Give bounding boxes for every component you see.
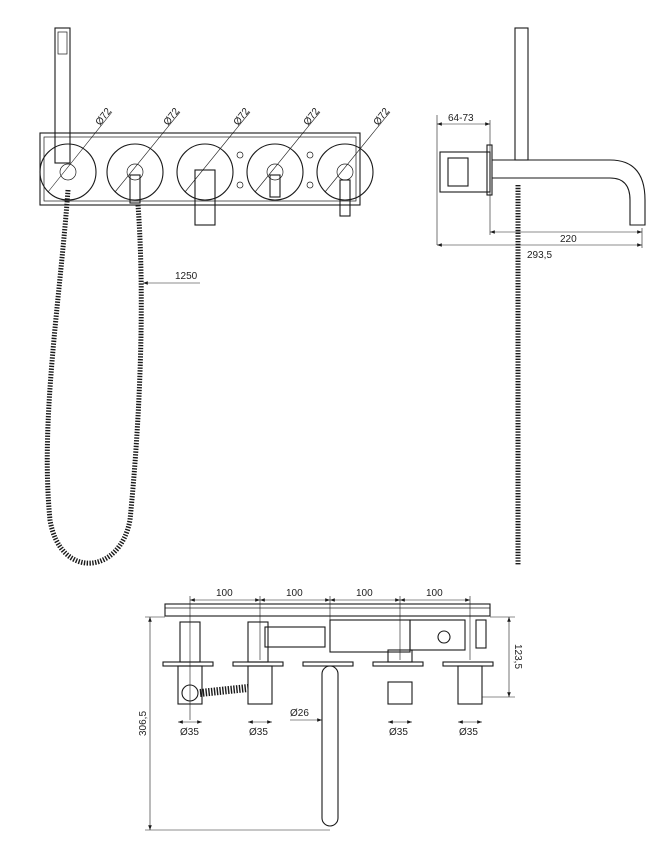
diameter-label: Ø35 — [249, 727, 268, 738]
top-view: 100 100 100 100 123,5 306,5 Ø35 Ø35 Ø35 … — [138, 588, 523, 831]
spacing-dimensions: 100 100 100 100 — [189, 588, 471, 720]
diameter-dimensions: Ø35 Ø35 Ø35 Ø35 Ø26 — [178, 708, 482, 738]
spout-side — [492, 159, 646, 226]
hand-shower-side — [514, 27, 529, 161]
side-view: 64-73 220 293,5 — [436, 27, 646, 565]
rosette-diameter-label: Ø72 — [94, 106, 115, 128]
rosette — [246, 143, 304, 201]
rosette-diameter-label: Ø72 — [162, 106, 183, 128]
rosette-diameter-label: Ø72 — [232, 106, 253, 128]
lever — [129, 174, 141, 204]
spout-diameter-label: Ø26 — [290, 708, 309, 719]
rosette-diameter-label: Ø72 — [302, 106, 323, 128]
spout-top — [321, 665, 339, 827]
front-view: Ø72 Ø72 Ø72 Ø72 Ø72 1250 — [39, 27, 393, 566]
wall-plate — [486, 144, 493, 196]
diameter-label: Ø35 — [389, 727, 408, 738]
lever — [339, 179, 351, 217]
diameter-label: Ø35 — [180, 727, 199, 738]
rosette — [176, 143, 234, 201]
hand-shower — [54, 27, 71, 164]
hose — [44, 189, 144, 566]
spacing-label: 100 — [426, 588, 443, 599]
wall-depth-label: 64-73 — [448, 113, 474, 124]
spacing-label: 100 — [216, 588, 233, 599]
diameter-label: Ø35 — [459, 727, 478, 738]
total-length-label: 306,5 — [138, 711, 149, 736]
rosette — [316, 143, 374, 201]
spacing-label: 100 — [356, 588, 373, 599]
rosette — [106, 143, 164, 201]
spout-reach-label: 220 — [560, 234, 577, 245]
rosette — [39, 143, 97, 201]
lever — [269, 174, 281, 198]
total-depth-label: 293,5 — [527, 250, 552, 261]
rosettes — [39, 143, 374, 226]
spacing-label: 100 — [286, 588, 303, 599]
spout-front — [194, 169, 216, 226]
rosette-diameter-label: Ø72 — [372, 106, 393, 128]
hose-length-label: 1250 — [175, 271, 198, 282]
mounting-plate — [39, 132, 361, 206]
plate-top — [164, 603, 491, 617]
height-label: 123,5 — [512, 644, 523, 669]
